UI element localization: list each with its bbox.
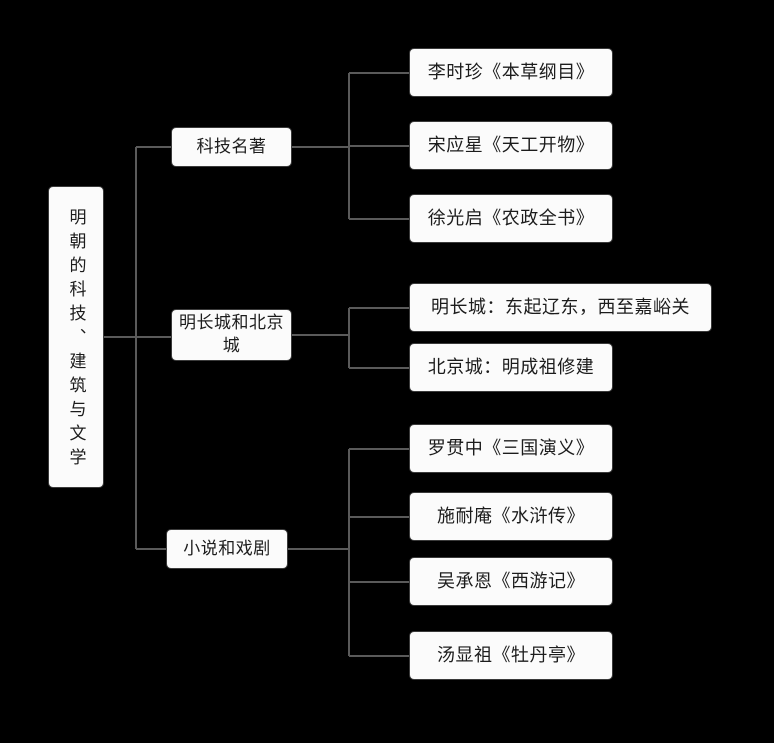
node-leaf-ming-changcheng[interactable]: 明长城：东起辽东，西至嘉峪关 bbox=[409, 283, 712, 332]
node-leaf-mudan-ting[interactable]: 汤显祖《牡丹亭》 bbox=[409, 631, 613, 680]
node-branch-xiaoshuo-xiju[interactable]: 小说和戏剧 bbox=[166, 529, 288, 569]
node-branch-keji-mingzhu[interactable]: 科技名著 bbox=[171, 127, 292, 167]
node-leaf-shuihu-zhuan[interactable]: 施耐庵《水浒传》 bbox=[409, 492, 613, 541]
node-leaf-sanguo-yanyi[interactable]: 罗贯中《三国演义》 bbox=[409, 424, 613, 473]
node-leaf-xiyou-ji[interactable]: 吴承恩《西游记》 bbox=[409, 557, 613, 606]
node-leaf-beijing-cheng[interactable]: 北京城：明成祖修建 bbox=[409, 343, 613, 392]
node-leaf-bencao-gangmu[interactable]: 李时珍《本草纲目》 bbox=[409, 48, 613, 97]
node-branch-changcheng-beijing[interactable]: 明长城和北京城 bbox=[171, 309, 292, 361]
node-leaf-nongzheng-quanshu[interactable]: 徐光启《农政全书》 bbox=[409, 194, 613, 243]
node-leaf-tiangong-kaiwu[interactable]: 宋应星《天工开物》 bbox=[409, 121, 613, 170]
node-root[interactable]: 明朝的科技、建筑与文学 bbox=[48, 186, 104, 488]
